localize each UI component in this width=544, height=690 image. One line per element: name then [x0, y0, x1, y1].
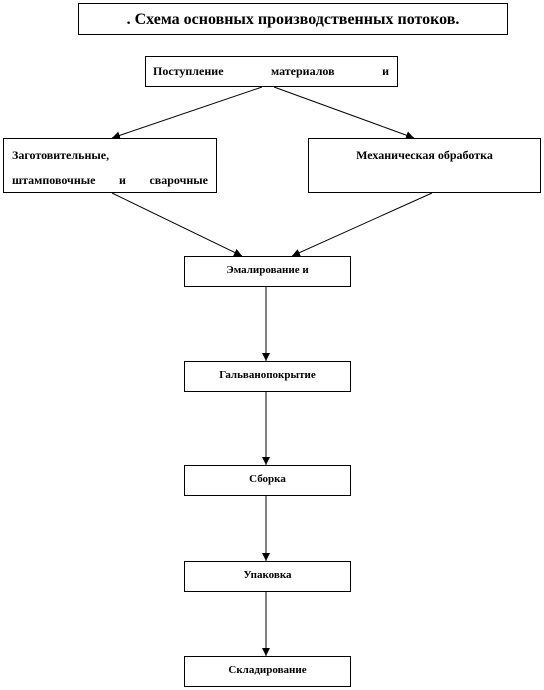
node-electroplating-label: Гальванопокрытие — [219, 369, 316, 381]
node-prep-label-line2: штамповочные и сварочные — [12, 173, 208, 187]
node-warehousing: Складирование — [184, 656, 351, 687]
node-intake-label: Поступление материалов и — [153, 64, 389, 78]
node-intake: Поступление материалов и — [145, 56, 398, 87]
node-electroplating: Гальванопокрытие — [184, 361, 351, 392]
arrow-intake-to-prep — [111, 86, 263, 140]
node-assembly-label: Сборка — [249, 473, 286, 485]
arrow-machining-to-enameling — [291, 192, 433, 257]
node-enameling: Эмалирование и — [184, 256, 351, 287]
diagram-title: . Схема основных производственных потоко… — [126, 11, 460, 28]
node-warehousing-label: Складирование — [228, 664, 307, 676]
node-prep: Заготовительные, штамповочные и сварочны… — [3, 138, 217, 193]
node-machining-label: Механическая обработка — [356, 148, 493, 162]
node-packing: Упаковка — [184, 561, 351, 592]
arrow-prep-to-enameling — [111, 192, 243, 257]
node-machining: Механическая обработка — [308, 138, 541, 193]
arrow-intake-to-machining — [273, 86, 415, 140]
diagram-title-box: . Схема основных производственных потоко… — [78, 3, 508, 35]
node-enameling-label: Эмалирование и — [226, 264, 309, 276]
node-packing-label: Упаковка — [243, 569, 292, 581]
node-prep-label-line1: Заготовительные, — [12, 148, 110, 162]
node-assembly: Сборка — [184, 465, 351, 496]
